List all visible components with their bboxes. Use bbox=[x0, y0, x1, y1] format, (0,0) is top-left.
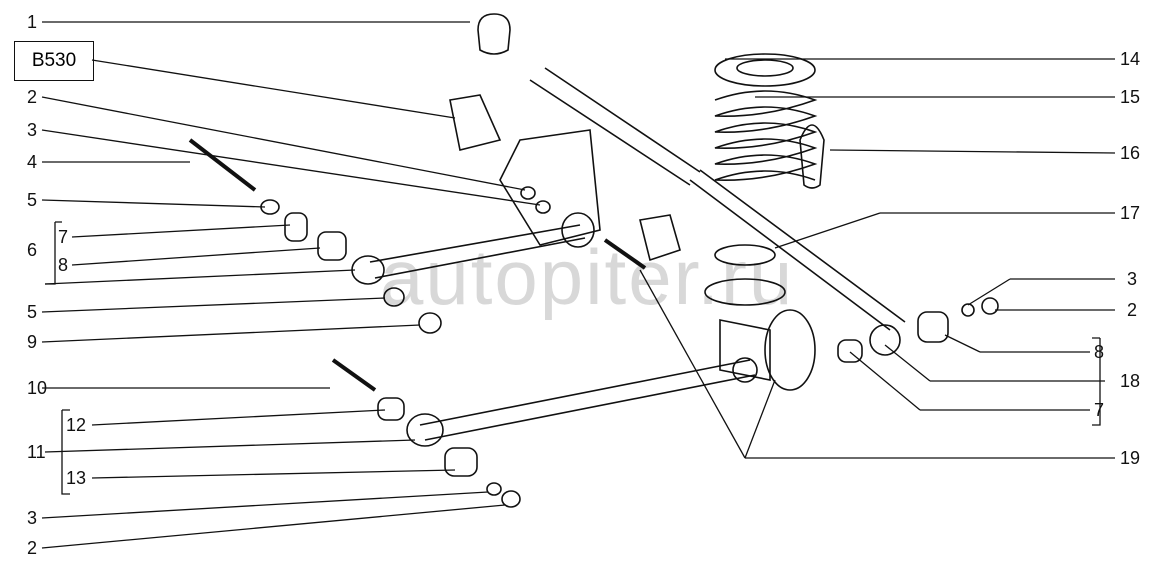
callout-10: 10 bbox=[27, 378, 48, 398]
callout-19: 19 bbox=[1120, 448, 1141, 468]
callout-3: 3 bbox=[27, 120, 38, 140]
diagram-code-box: B530 bbox=[14, 41, 94, 81]
parts bbox=[188, 13, 999, 508]
callout-15: 15 bbox=[1120, 87, 1141, 107]
callout-5: 5 bbox=[27, 190, 38, 210]
callout-6: 6 bbox=[27, 240, 38, 260]
leader-lines bbox=[41, 21, 1116, 549]
bump-stop-16 bbox=[799, 124, 825, 189]
callout-8: 8 bbox=[58, 255, 69, 275]
hub bbox=[719, 319, 771, 381]
callout-11: 11 bbox=[27, 442, 46, 462]
bump-stop-1 bbox=[477, 13, 511, 55]
callout-2c: 2 bbox=[1127, 300, 1138, 320]
callout-3c: 3 bbox=[1127, 269, 1138, 289]
callout-17: 17 bbox=[1120, 203, 1141, 223]
lower-trailing-rod bbox=[419, 359, 756, 441]
callout-12: 12 bbox=[66, 415, 87, 435]
lower-spring-seat bbox=[704, 278, 786, 306]
callout-1: 1 bbox=[27, 12, 38, 32]
callout-14: 14 bbox=[1120, 49, 1141, 69]
rear-axle-beam bbox=[689, 169, 906, 331]
callout-13: 13 bbox=[66, 468, 87, 488]
callout-7: 7 bbox=[58, 227, 69, 247]
callout-16: 16 bbox=[1120, 143, 1141, 163]
callout-9: 9 bbox=[27, 332, 38, 352]
callout-5b: 5 bbox=[27, 302, 38, 322]
callout-2b: 2 bbox=[27, 538, 38, 558]
upper-trailing-rod bbox=[369, 224, 586, 279]
spring-seat-14 bbox=[714, 53, 816, 87]
spring-insulator-17 bbox=[714, 244, 776, 266]
callout-18: 18 bbox=[1120, 371, 1141, 391]
callout-7b: 7 bbox=[1094, 400, 1105, 420]
callout-8b: 8 bbox=[1094, 342, 1105, 362]
callout-3b: 3 bbox=[27, 508, 38, 528]
coil-spring-15 bbox=[714, 90, 818, 181]
axle-housing bbox=[499, 129, 601, 246]
callout-4: 4 bbox=[27, 152, 38, 172]
brackets bbox=[45, 221, 1101, 495]
callout-2: 2 bbox=[27, 87, 38, 107]
upper-arm bbox=[529, 67, 701, 186]
bracket bbox=[449, 94, 502, 151]
brake-plate bbox=[764, 309, 816, 391]
